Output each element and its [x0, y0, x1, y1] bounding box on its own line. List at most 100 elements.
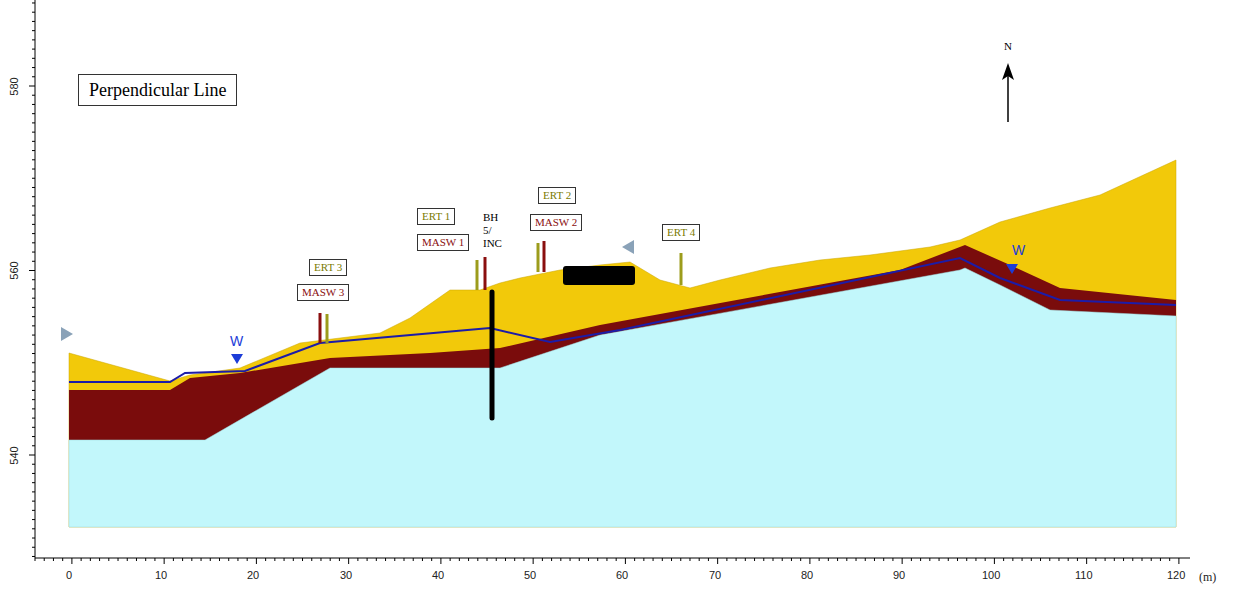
- axis-ticks: [29, 3, 1179, 564]
- axis-tick: [293, 558, 294, 561]
- axis-tick: [643, 558, 644, 561]
- axis-tick: [32, 215, 35, 216]
- axis-tick: [376, 558, 377, 561]
- axis-tick: [173, 558, 174, 561]
- axis-tick: [256, 558, 257, 564]
- axis-tick: [948, 558, 949, 561]
- axis-tick: [634, 558, 635, 561]
- node-text: ERT 3: [314, 261, 342, 274]
- axis-tick: [32, 12, 35, 13]
- node-text: ERT 2: [543, 189, 571, 202]
- soil-layer: [69, 160, 1176, 527]
- axis-tick: [32, 344, 35, 345]
- water-label: W: [230, 333, 243, 350]
- axis-tick: [505, 558, 506, 561]
- north-arrow: [1007, 72, 1009, 122]
- axis-tick: [32, 159, 35, 160]
- axis-tick: [856, 558, 857, 561]
- axis-tick: [892, 558, 893, 561]
- survey-label-box: ERT 3: [309, 259, 347, 276]
- axis-tick: [164, 558, 165, 564]
- ert-stake: [326, 314, 329, 343]
- axis-tick: [32, 187, 35, 188]
- axis-tick: [90, 558, 91, 561]
- north-arrow: [1002, 63, 1014, 80]
- axis-tick: [32, 150, 35, 151]
- structure-block: [563, 266, 635, 285]
- axis-tick: [32, 381, 35, 382]
- axis-tick: [994, 558, 995, 564]
- survey-label-box: ERT 1: [417, 208, 455, 225]
- axis-tick: [1178, 558, 1179, 564]
- ert-stake: [537, 243, 540, 272]
- axis-tick: [32, 353, 35, 354]
- axis-tick: [763, 558, 764, 561]
- axis-tick: [182, 558, 183, 561]
- axis-tick: [237, 558, 238, 561]
- axis-tick: [708, 558, 709, 561]
- y-axis: [35, 0, 36, 558]
- axis-label: 90: [893, 569, 905, 582]
- axis-tick: [874, 558, 875, 561]
- node-text: BH 5/ INC: [483, 211, 509, 250]
- water-symbol: [1006, 264, 1018, 274]
- axis-tick: [32, 325, 35, 326]
- axis-tick: [219, 558, 220, 561]
- axis-tick: [81, 558, 82, 561]
- axis-tick: [136, 558, 137, 561]
- masw-stake: [319, 313, 322, 343]
- axis-label: 540: [8, 446, 21, 464]
- axis-tick: [32, 418, 35, 419]
- axis-tick: [29, 270, 35, 271]
- axis-tick: [32, 538, 35, 539]
- axis-tick: [32, 169, 35, 170]
- axis-tick: [662, 558, 663, 561]
- axis-tick: [800, 558, 801, 561]
- axis-tick: [920, 558, 921, 561]
- axis-label: 120: [1167, 569, 1185, 582]
- axis-tick: [1058, 558, 1059, 561]
- axis-tick: [274, 558, 275, 561]
- axis-tick: [32, 491, 35, 492]
- node-text: Perpendicular Line: [89, 79, 226, 101]
- axis-tick: [966, 558, 967, 561]
- water-table: [69, 258, 1176, 382]
- node-text: ERT 1: [422, 210, 450, 223]
- axis-label: 50: [524, 569, 536, 582]
- axis-tick: [32, 390, 35, 391]
- axis-tick: [653, 558, 654, 561]
- axis-tick: [71, 558, 72, 564]
- axis-tick: [32, 501, 35, 502]
- axis-tick: [431, 558, 432, 561]
- survey-label-box: ERT 4: [662, 224, 700, 241]
- axis-tick: [32, 547, 35, 548]
- node-text: ERT 4: [667, 226, 695, 239]
- ert-stake: [476, 260, 479, 290]
- axis-tick: [689, 558, 690, 561]
- axis-tick: [1003, 558, 1004, 561]
- survey-label-box: BH 5/ INC: [479, 210, 513, 251]
- axis-tick: [1095, 558, 1096, 561]
- axis-tick: [496, 558, 497, 561]
- axis-tick: [32, 298, 35, 299]
- axis-tick: [579, 558, 580, 561]
- survey-label-box: ERT 2: [538, 187, 576, 204]
- survey-label-box: MASW 1: [417, 234, 469, 251]
- axis-tick: [846, 558, 847, 561]
- axis-tick: [32, 362, 35, 363]
- axis-tick: [32, 252, 35, 253]
- axis-tick: [440, 558, 441, 564]
- axis-tick: [32, 399, 35, 400]
- masw-stake: [484, 257, 487, 290]
- axis-tick: [32, 261, 35, 262]
- axis-tick: [35, 558, 36, 561]
- axis-tick: [32, 307, 35, 308]
- axis-label: 580: [8, 77, 21, 95]
- axis-tick: [357, 558, 358, 561]
- axis-tick: [404, 558, 405, 561]
- axis-tick: [1105, 558, 1106, 561]
- axis-tick: [745, 558, 746, 561]
- axis-tick: [754, 558, 755, 561]
- unit-label: (m): [1199, 570, 1216, 584]
- axis-tick: [145, 558, 146, 561]
